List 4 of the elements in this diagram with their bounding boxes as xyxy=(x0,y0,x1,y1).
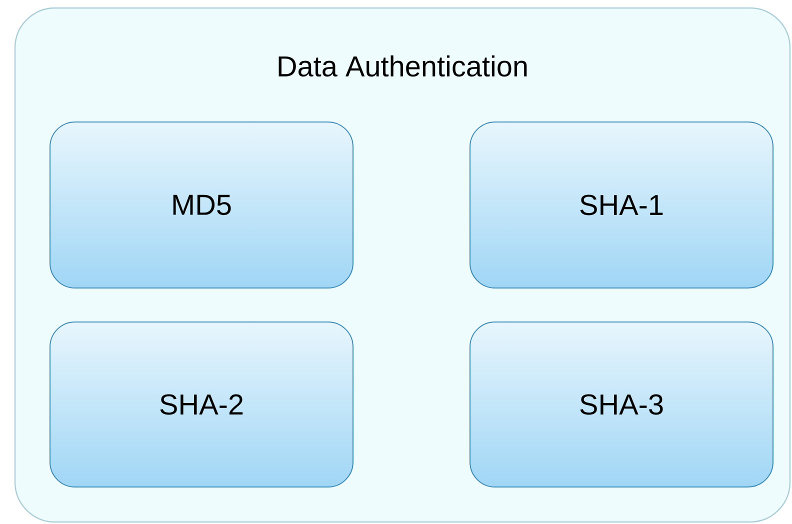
process-box: SHA-1 xyxy=(470,122,774,288)
process-box: MD5 xyxy=(50,122,354,288)
process-box: SHA-2 xyxy=(50,322,354,488)
process-box: SHA-3 xyxy=(470,322,774,488)
